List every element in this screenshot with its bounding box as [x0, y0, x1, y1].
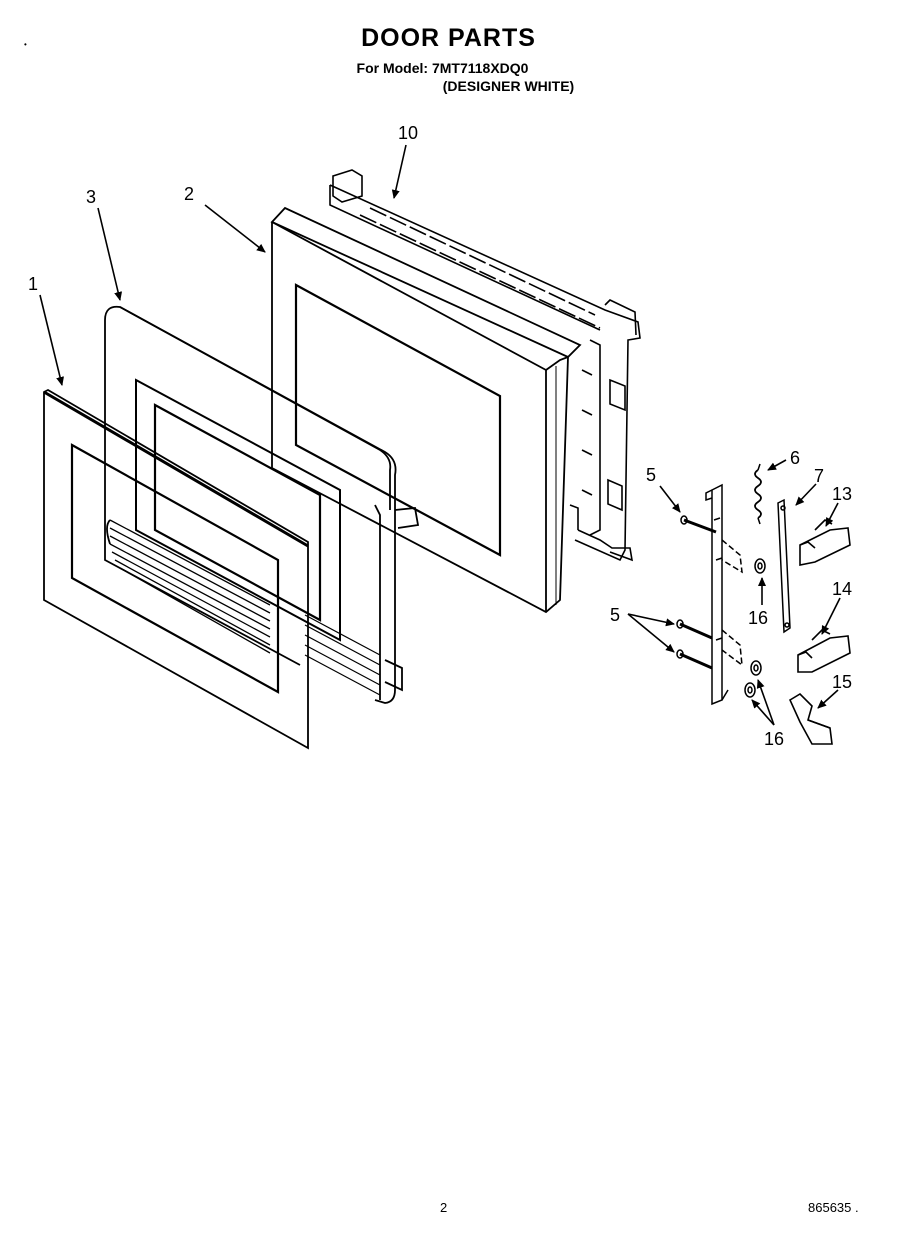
callout-1: 1	[28, 274, 38, 294]
callout-5-upper: 5	[646, 465, 656, 485]
callout-6: 6	[790, 448, 800, 468]
corner-mark: •	[24, 40, 27, 49]
callout-3: 3	[86, 187, 96, 207]
callout-10: 10	[398, 123, 418, 143]
callout-7: 7	[814, 466, 824, 486]
latch-hardware	[676, 463, 791, 706]
leader-lines	[39, 144, 841, 726]
callout-15: 15	[832, 672, 852, 692]
part-3-door-panel	[104, 305, 420, 704]
page-title: DOOR PARTS	[361, 24, 536, 52]
callout-13: 13	[832, 484, 852, 504]
callout-16-lower: 16	[764, 729, 784, 749]
part-10-door-frame	[329, 169, 641, 562]
callout-14: 14	[832, 579, 852, 599]
callout-5-lower: 5	[610, 605, 620, 625]
page-number: 2	[440, 1200, 448, 1215]
callout-2: 2	[184, 184, 194, 204]
model-line: For Model: 7MT7118XDQ0	[356, 60, 529, 76]
variant-line: (DESIGNER WHITE)	[442, 78, 575, 94]
latch-parts	[788, 519, 851, 745]
callout-16-upper: 16	[748, 608, 768, 628]
part-1-outer-frame	[43, 388, 309, 750]
part-2-door-assembly	[270, 206, 582, 614]
document-code: 865635 .	[808, 1200, 859, 1215]
